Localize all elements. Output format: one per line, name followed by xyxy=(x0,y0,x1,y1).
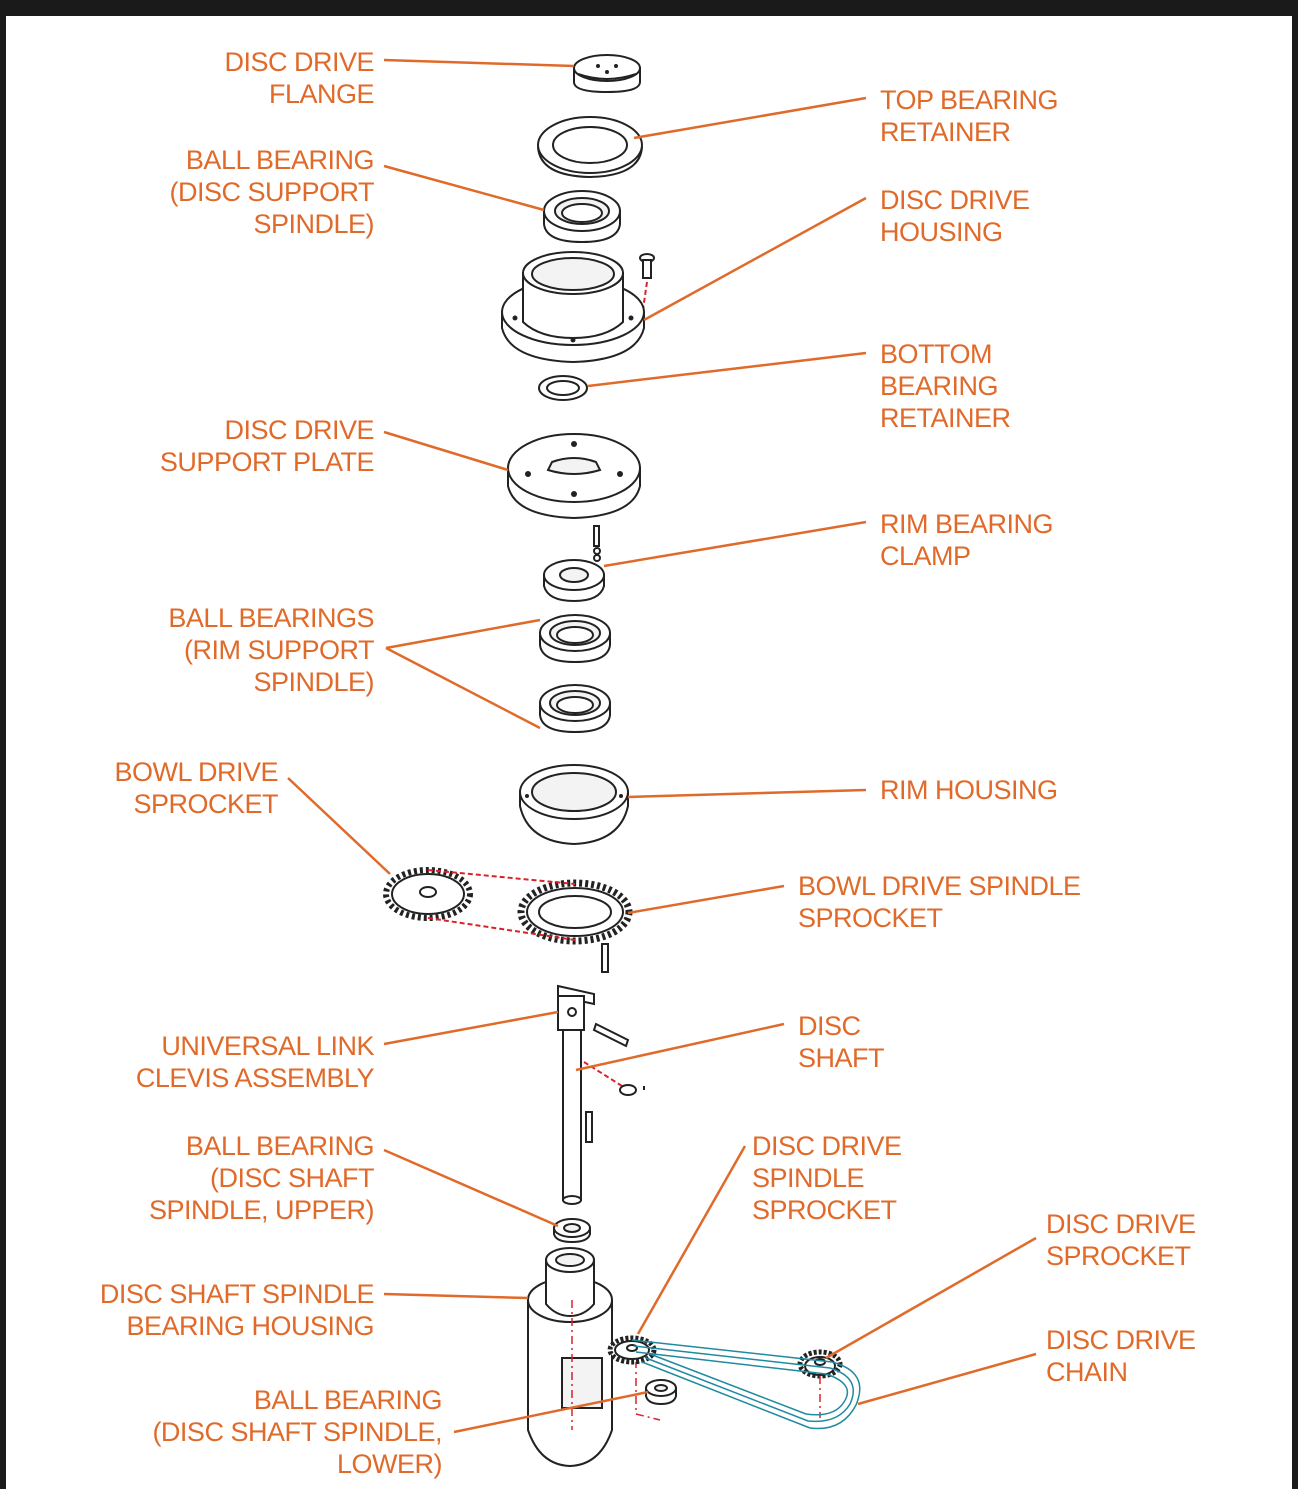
part-bowl-drive-sprocket xyxy=(383,867,473,921)
part-bottom-bearing-retainer xyxy=(538,375,588,401)
label-ball-bearing-disc-support: BALL BEARING (DISC SUPPORT SPINDLE) xyxy=(169,145,374,239)
part-ball-bearing-disc-shaft-lower xyxy=(635,1086,677,1421)
label-bowl-drive-spindle-sprocket: BOWL DRIVE SPINDLE SPROCKET xyxy=(798,871,1081,933)
part-rim-bearing-clamp xyxy=(543,525,605,603)
label-disc-shaft-spindle-bearing-housing: DISC SHAFT SPINDLE BEARING HOUSING xyxy=(99,1279,375,1341)
part-disc-drive-chain xyxy=(631,1339,861,1430)
label-disc-drive-housing: DISC DRIVE HOUSING xyxy=(880,185,1030,247)
part-top-bearing-retainer xyxy=(537,116,643,179)
label-ball-bearing-disc-shaft-upper: BALL BEARING (DISC SHAFT SPINDLE, UPPER) xyxy=(148,1131,375,1225)
part-disc-drive-flange xyxy=(573,54,641,94)
label-ball-bearings-rim-support: BALL BEARINGS (RIM SUPPORT SPINDLE) xyxy=(168,603,374,697)
label-universal-link-clevis: UNIVERSAL LINK CLEVIS ASSEMBLY xyxy=(135,1031,375,1093)
leader-lines xyxy=(287,58,1037,1434)
top-border xyxy=(0,0,1298,16)
label-bottom-bearing-retainer: BOTTOM BEARING RETAINER xyxy=(880,339,1011,433)
label-rim-housing: RIM HOUSING xyxy=(880,775,1058,805)
label-ball-bearing-disc-shaft-lower: BALL BEARING (DISC SHAFT SPINDLE, LOWER) xyxy=(152,1385,442,1479)
part-disc-shaft xyxy=(562,1029,637,1205)
label-disc-drive-sprocket: DISC DRIVE SPROCKET xyxy=(1046,1209,1196,1271)
part-disc-drive-housing xyxy=(501,251,645,364)
label-disc-shaft: DISC SHAFT xyxy=(798,1011,885,1073)
label-disc-drive-flange: DISC DRIVE FLANGE xyxy=(224,47,374,109)
part-disc-drive-spindle-sprocket xyxy=(607,1335,657,1365)
label-disc-drive-support-plate: DISC DRIVE SUPPORT PLATE xyxy=(159,415,375,477)
part-disc-shaft-spindle-bearing-housing xyxy=(527,1247,613,1468)
part-disc-drive-support-plate xyxy=(507,433,641,520)
label-disc-drive-chain: DISC DRIVE CHAIN xyxy=(1046,1325,1196,1387)
part-ball-bearing-disc-shaft-upper xyxy=(553,1218,591,1244)
part-ball-bearings-rim-support xyxy=(539,614,611,734)
part-rim-housing xyxy=(519,764,629,846)
label-top-bearing-retainer: TOP BEARING RETAINER xyxy=(880,85,1059,147)
label-bowl-drive-sprocket: BOWL DRIVE SPROCKET xyxy=(114,757,278,819)
part-universal-link-clevis xyxy=(557,984,630,1048)
label-rim-bearing-clamp: RIM BEARING CLAMP xyxy=(880,509,1054,571)
label-disc-drive-spindle-sprocket: DISC DRIVE SPINDLE SPROCKET xyxy=(752,1131,902,1225)
part-ball-bearing-disc-support xyxy=(543,190,621,244)
